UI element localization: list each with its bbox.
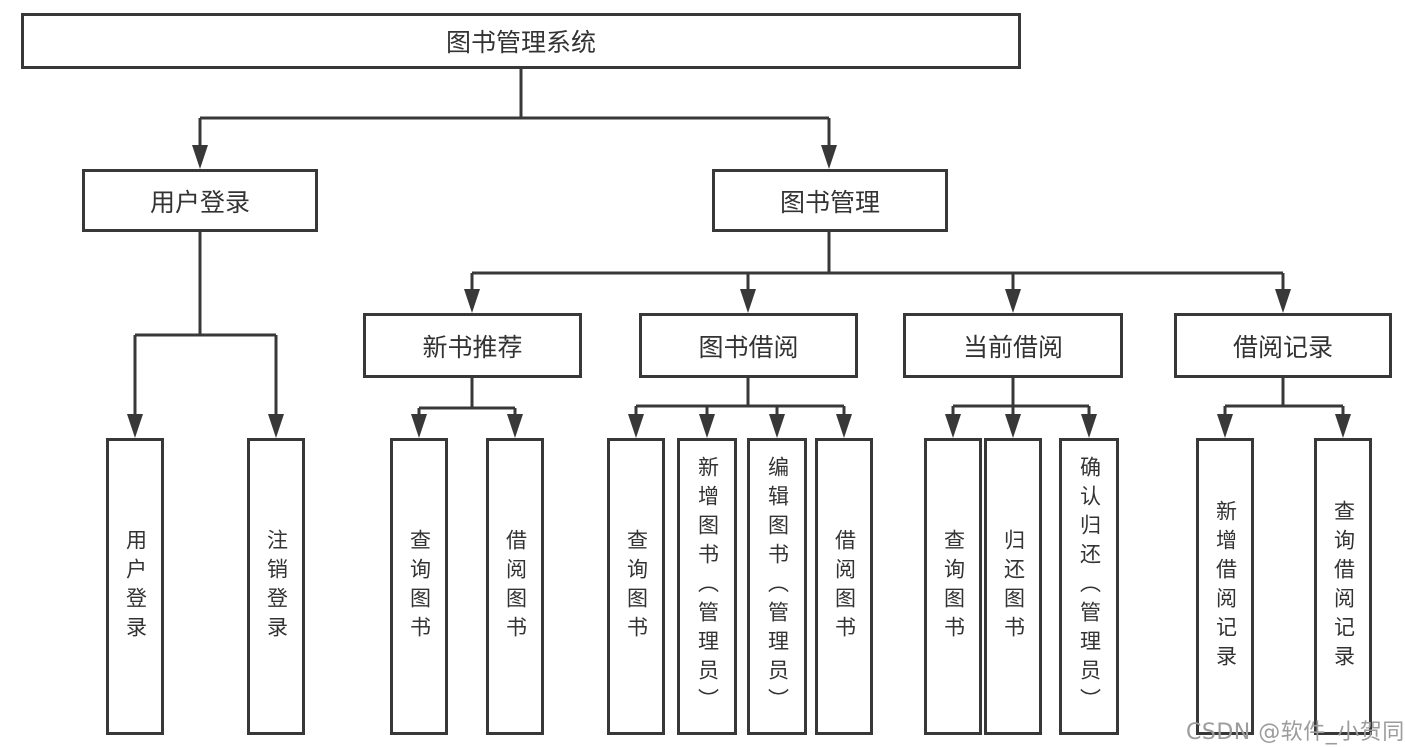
leaf-query-books-current: 查询图书 xyxy=(924,438,982,735)
leaf-borrow-books: 借阅图书 xyxy=(815,438,873,735)
leaf-query-books-recommend: 查询图书 xyxy=(390,438,448,735)
node-borrow-records-label: 借阅记录 xyxy=(1232,332,1333,362)
node-borrow-records: 借阅记录 xyxy=(1174,313,1392,378)
leaf-confirm-return-admin: 确认归还（管理员） xyxy=(1059,438,1119,735)
node-book-borrow: 图书借阅 xyxy=(639,313,858,378)
leaf-logout: 注销登录 xyxy=(247,438,305,735)
leaf-borrow-books-recommend: 借阅图书 xyxy=(486,438,544,735)
node-book-management-label: 图书管理 xyxy=(779,187,880,217)
node-book-borrow-label: 图书借阅 xyxy=(698,332,799,362)
csdn-watermark: CSDN @软件_小贺同学 xyxy=(1186,720,1405,745)
leaf-add-book-admin: 新增图书（管理员） xyxy=(677,438,737,735)
leaf-query-borrow-record: 查询借阅记录 xyxy=(1314,438,1372,735)
node-new-book-recommend-label: 新书推荐 xyxy=(422,332,523,362)
node-root-label: 图书管理系统 xyxy=(445,28,596,57)
node-current-borrow-label: 当前借阅 xyxy=(962,332,1063,362)
node-current-borrow: 当前借阅 xyxy=(903,313,1123,378)
leaf-query-books-borrow: 查询图书 xyxy=(607,438,665,735)
leaf-edit-book-admin: 编辑图书（管理员） xyxy=(747,438,807,735)
node-root-system: 图书管理系统 xyxy=(21,13,1021,69)
leaf-return-book: 归还图书 xyxy=(984,438,1042,735)
node-user-login-label: 用户登录 xyxy=(149,187,250,217)
node-book-management: 图书管理 xyxy=(712,169,948,232)
node-new-book-recommend: 新书推荐 xyxy=(363,313,582,378)
leaf-user-login: 用户登录 xyxy=(106,438,164,735)
arrowheads xyxy=(127,145,1351,438)
leaf-add-borrow-record: 新增借阅记录 xyxy=(1196,438,1254,735)
node-user-login: 用户登录 xyxy=(82,169,318,232)
